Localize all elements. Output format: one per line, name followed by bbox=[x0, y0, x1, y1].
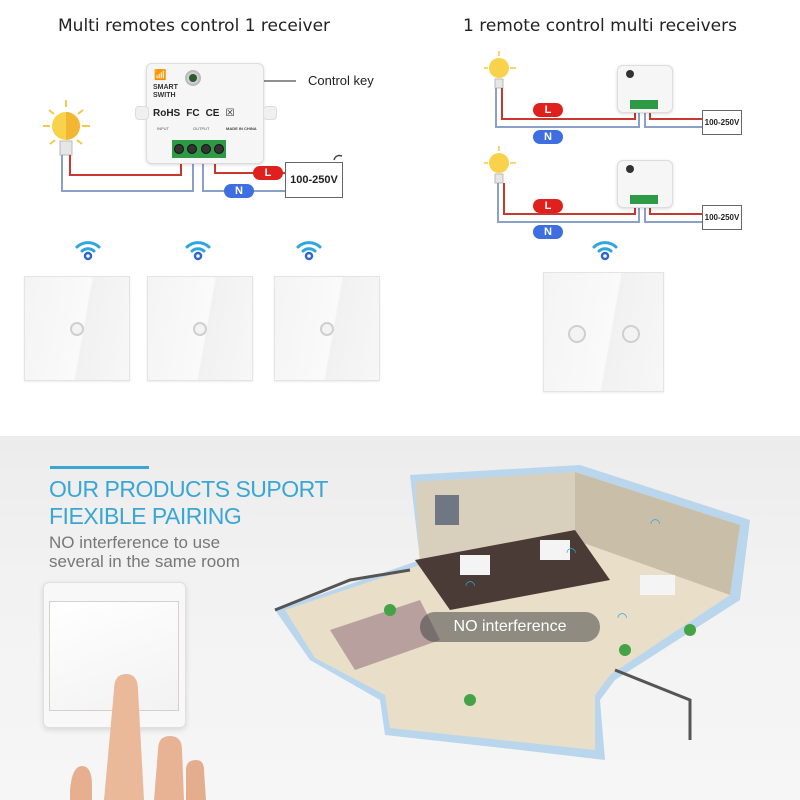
power-supply-box: 100-250V bbox=[702, 110, 742, 135]
floorplan-label-pill: NO interference bbox=[420, 612, 600, 642]
wifi-signal-icon bbox=[295, 237, 323, 266]
brand-line1: SMART bbox=[153, 84, 178, 91]
touch-button-1[interactable] bbox=[568, 325, 586, 343]
remote-switch-panel[interactable] bbox=[147, 276, 253, 381]
control-key-button[interactable] bbox=[185, 70, 201, 86]
right-wiring-diagram bbox=[484, 51, 702, 223]
light-bulb-icon bbox=[43, 100, 90, 156]
ce-mark: CE bbox=[205, 108, 220, 119]
promo-headline-line1: OUR PRODUCTS SUPORT bbox=[49, 476, 328, 502]
remote-switch-panel[interactable] bbox=[24, 276, 130, 381]
touch-button-2[interactable] bbox=[622, 325, 640, 343]
right-diagram-title: 1 remote control multi receivers bbox=[463, 16, 737, 36]
live-tag: L bbox=[253, 166, 283, 180]
live-tag: L bbox=[533, 103, 563, 117]
hand-finger-image bbox=[70, 674, 206, 800]
control-key-label: Control key bbox=[308, 73, 374, 88]
remote-switch-panel[interactable] bbox=[274, 276, 380, 381]
wifi-icon: ◠ bbox=[650, 516, 661, 530]
rohs-mark: RoHS bbox=[153, 108, 181, 119]
live-tag: L bbox=[533, 199, 563, 213]
terminal-block bbox=[172, 140, 226, 158]
weee-icon: ☒ bbox=[225, 108, 235, 119]
wifi-signal-icon bbox=[591, 237, 619, 266]
control-key-button[interactable] bbox=[626, 165, 634, 173]
touch-button[interactable] bbox=[320, 322, 334, 336]
neutral-tag: N bbox=[533, 130, 563, 144]
neutral-tag: N bbox=[533, 225, 563, 239]
wifi-icon: 📶 bbox=[154, 70, 167, 81]
wifi-icon: ◠ bbox=[617, 610, 628, 624]
accent-rule bbox=[50, 466, 149, 469]
touch-button[interactable] bbox=[70, 322, 84, 336]
terminal-block bbox=[630, 100, 658, 109]
brand-line2: SWITH bbox=[153, 92, 176, 99]
promo-sub-line2: several in the same room bbox=[49, 552, 240, 571]
left-diagram-title: Multi remotes control 1 receiver bbox=[58, 16, 331, 36]
certification-marks: RoHS FC CE ☒ bbox=[153, 108, 234, 119]
light-bulb-icon bbox=[484, 51, 516, 89]
input-label: INPUT bbox=[157, 126, 169, 131]
receiver-module: 📶 SMART SWITH RoHS FC CE ☒ INPUT OUTPUT … bbox=[135, 63, 277, 164]
terminal-block bbox=[630, 195, 658, 204]
promo-sub-line1: NO interference to use bbox=[49, 533, 221, 552]
receiver-module bbox=[617, 160, 673, 208]
neutral-tag: N bbox=[224, 184, 254, 198]
fc-mark: FC bbox=[186, 108, 200, 119]
receiver-module bbox=[617, 65, 673, 113]
made-in-label: MADE IN CHINA bbox=[226, 126, 257, 131]
control-key-button[interactable] bbox=[626, 70, 634, 78]
power-supply-box: 100-250V bbox=[702, 205, 742, 230]
promo-headline-line2: FIEXIBLE PAIRING bbox=[49, 503, 242, 529]
wifi-signal-icon bbox=[184, 237, 212, 266]
power-supply-box: 100-250V bbox=[285, 162, 343, 198]
wifi-icon: ◠ bbox=[566, 545, 577, 559]
wifi-icon: ◠ bbox=[465, 578, 476, 592]
touch-button[interactable] bbox=[193, 322, 207, 336]
light-bulb-icon bbox=[484, 146, 516, 184]
wifi-signal-icon bbox=[74, 237, 102, 266]
output-label: OUTPUT bbox=[193, 126, 210, 131]
remote-switch-panel-two-gang[interactable] bbox=[543, 272, 664, 392]
